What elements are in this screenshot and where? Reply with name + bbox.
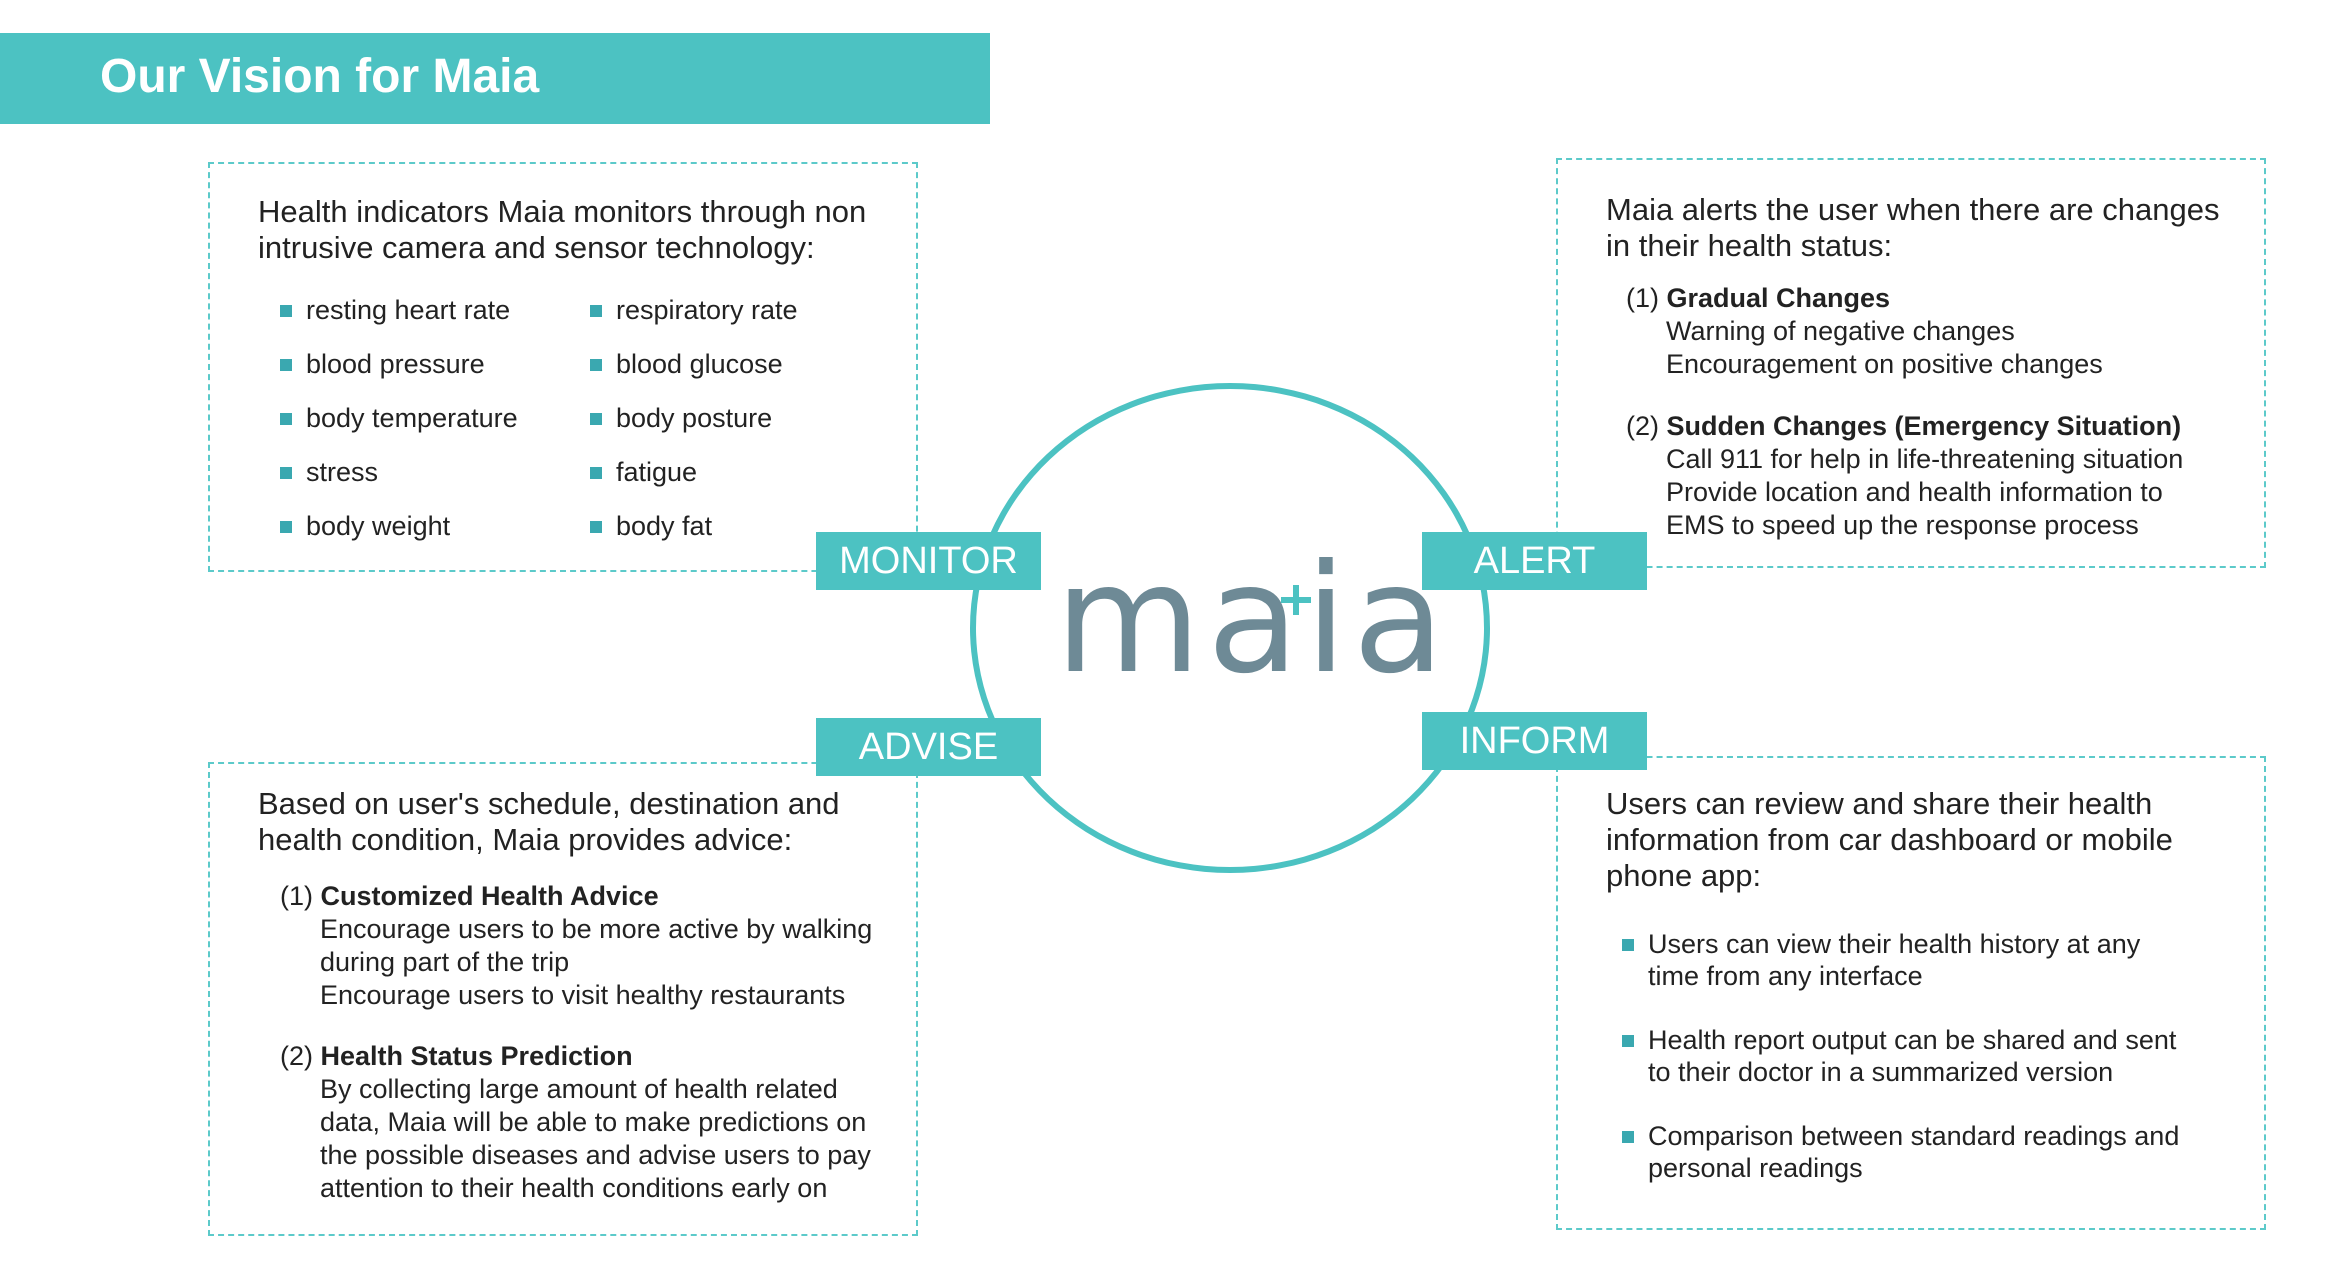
tag-monitor: MONITOR bbox=[816, 532, 1041, 590]
list-item: Health report output can be shared and s… bbox=[1622, 1024, 2182, 1088]
monitor-intro: Health indicators Maia monitors through … bbox=[258, 194, 867, 265]
list-item: resting heart rate bbox=[280, 294, 580, 348]
alert-intro: Maia alerts the user when there are chan… bbox=[1606, 192, 2220, 263]
list-item: body temperature bbox=[280, 402, 580, 456]
list-item: fatigue bbox=[590, 456, 890, 510]
list-item: body posture bbox=[590, 402, 890, 456]
alert-item-1: (1) Gradual Changes Warning of negative … bbox=[1626, 283, 2103, 379]
advise-panel: Based on user's schedule, destination an… bbox=[208, 762, 918, 1236]
tag-alert: ALERT bbox=[1422, 532, 1647, 590]
inform-intro: Users can review and share their health … bbox=[1606, 786, 2173, 893]
bullet-icon bbox=[1622, 1131, 1634, 1143]
alert-panel: Maia alerts the user when there are chan… bbox=[1556, 158, 2266, 568]
advise-item-heading: Health Status Prediction bbox=[320, 1041, 633, 1071]
tag-advise: ADVISE bbox=[816, 718, 1041, 776]
bullet-icon bbox=[590, 467, 602, 479]
bullet-icon bbox=[280, 467, 292, 479]
center-circle bbox=[970, 383, 1490, 873]
bullet-icon bbox=[1622, 939, 1634, 951]
page-title: Our Vision for Maia bbox=[100, 50, 540, 103]
list-item: respiratory rate bbox=[590, 294, 890, 348]
list-item: blood pressure bbox=[280, 348, 580, 402]
bullet-icon bbox=[280, 413, 292, 425]
advise-item-heading: Customized Health Advice bbox=[320, 881, 659, 911]
list-item: stress bbox=[280, 456, 580, 510]
maia-logo: maia bbox=[1055, 533, 1451, 707]
bullet-icon bbox=[590, 413, 602, 425]
monitor-list-right: respiratory rate blood glucose body post… bbox=[590, 294, 890, 564]
bullet-icon bbox=[590, 359, 602, 371]
advise-item-1: (1) Customized Health Advice Encourage u… bbox=[280, 881, 873, 1010]
medical-cross-icon bbox=[1281, 585, 1311, 615]
tag-inform: INFORM bbox=[1422, 712, 1647, 770]
list-item: body fat bbox=[590, 510, 890, 564]
list-item: blood glucose bbox=[590, 348, 890, 402]
bullet-icon bbox=[280, 521, 292, 533]
advise-item-2: (2) Health Status Prediction By collecti… bbox=[280, 1041, 871, 1203]
bullet-icon bbox=[1622, 1035, 1634, 1047]
list-item: Users can view their health history at a… bbox=[1622, 928, 2182, 992]
alert-item-heading: Gradual Changes bbox=[1666, 283, 1891, 313]
monitor-panel: Health indicators Maia monitors through … bbox=[208, 162, 918, 572]
inform-panel: Users can review and share their health … bbox=[1556, 756, 2266, 1230]
list-item: Comparison between standard readings and… bbox=[1622, 1120, 2182, 1184]
monitor-list-left: resting heart rate blood pressure body t… bbox=[280, 294, 580, 564]
bullet-icon bbox=[280, 305, 292, 317]
advise-intro: Based on user's schedule, destination an… bbox=[258, 786, 840, 857]
bullet-icon bbox=[280, 359, 292, 371]
inform-list: Users can view their health history at a… bbox=[1622, 928, 2182, 1184]
alert-item-2: (2) Sudden Changes (Emergency Situation)… bbox=[1626, 411, 2184, 540]
list-item: body weight bbox=[280, 510, 580, 564]
bullet-icon bbox=[590, 305, 602, 317]
bullet-icon bbox=[590, 521, 602, 533]
alert-item-heading: Sudden Changes (Emergency Situation) bbox=[1666, 411, 2182, 441]
title-banner: Our Vision for Maia bbox=[0, 33, 990, 124]
